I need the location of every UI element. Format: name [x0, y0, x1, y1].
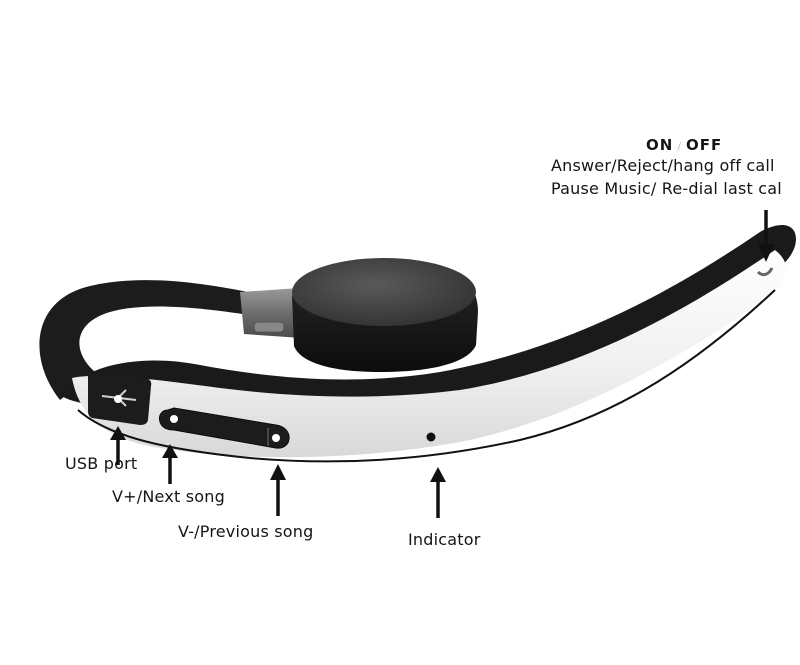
speaker-pod-top	[292, 258, 476, 326]
separator: /	[677, 140, 683, 153]
power-function-line2: Pause Music/ Re-dial last cal	[551, 179, 782, 198]
power-label: ON/OFF	[646, 136, 722, 154]
arrow-up-icon	[270, 464, 286, 480]
minus-icon	[272, 434, 280, 442]
power-button	[756, 267, 774, 277]
plus-icon	[170, 415, 178, 423]
on-text: ON	[646, 136, 674, 154]
indicator-label: Indicator	[408, 530, 481, 549]
body-white-housing	[72, 250, 787, 458]
arrow-up-icon	[430, 467, 446, 482]
arrow-down-icon	[758, 244, 774, 262]
indicator-dot	[426, 432, 436, 442]
ear-hook	[39, 280, 268, 400]
power-function-line1: Answer/Reject/hang off call	[551, 156, 775, 175]
volume-down-label: V-/Previous song	[178, 522, 314, 541]
arrow-up-icon	[162, 444, 178, 458]
off-text: OFF	[686, 136, 723, 154]
body-top-band	[60, 224, 796, 425]
usb-port-label: USB port	[65, 454, 138, 473]
arrow-up-icon	[110, 426, 126, 440]
volume-rocker	[159, 407, 290, 449]
volume-up-label: V+/Next song	[112, 487, 225, 506]
